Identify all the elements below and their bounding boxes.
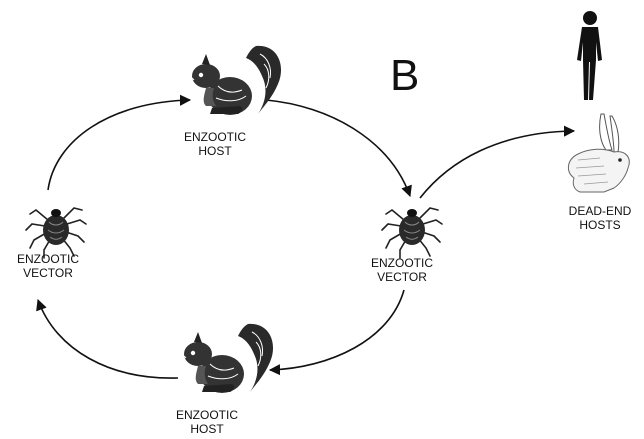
right-vector-label: ENZOOTIC VECTOR	[362, 256, 442, 284]
dead-end-hosts-label: DEAD-END HOSTS	[560, 204, 640, 232]
bottom-host-label-line1: ENZOOTIC	[176, 408, 238, 422]
top-host-label-line2: HOST	[198, 144, 232, 158]
arrow-right-to-dead-end	[419, 125, 576, 199]
dead-end-label-line1: DEAD-END	[568, 204, 632, 218]
left-vector-label-line1: ENZOOTIC	[17, 252, 79, 266]
rabbit-icon	[568, 113, 630, 193]
tick-icon	[25, 207, 87, 259]
squirrel-icon	[183, 323, 274, 394]
right-vector-label-line1: ENZOOTIC	[371, 256, 433, 270]
left-vector-label: ENZOOTIC VECTOR	[8, 252, 88, 280]
bottom-host-label: ENZOOTIC HOST	[172, 408, 242, 436]
top-host-label-line1: ENZOOTIC	[184, 130, 246, 144]
left-vector-label-line2: VECTOR	[23, 266, 73, 280]
arrow-right-to-bottom	[268, 289, 405, 376]
dead-end-label-line2: HOSTS	[579, 218, 621, 232]
right-vector-label-line2: VECTOR	[377, 270, 427, 284]
human-icon	[577, 11, 602, 100]
top-host-label: ENZOOTIC HOST	[180, 130, 250, 158]
arrow-top-to-right	[265, 99, 412, 198]
arrow-bottom-to-left	[36, 298, 179, 379]
squirrel-icon	[191, 45, 282, 116]
panel-letter: B	[390, 51, 420, 100]
tick-icon	[381, 207, 443, 259]
arrow-left-to-top	[47, 94, 192, 191]
bottom-host-label-line2: HOST	[190, 422, 224, 436]
